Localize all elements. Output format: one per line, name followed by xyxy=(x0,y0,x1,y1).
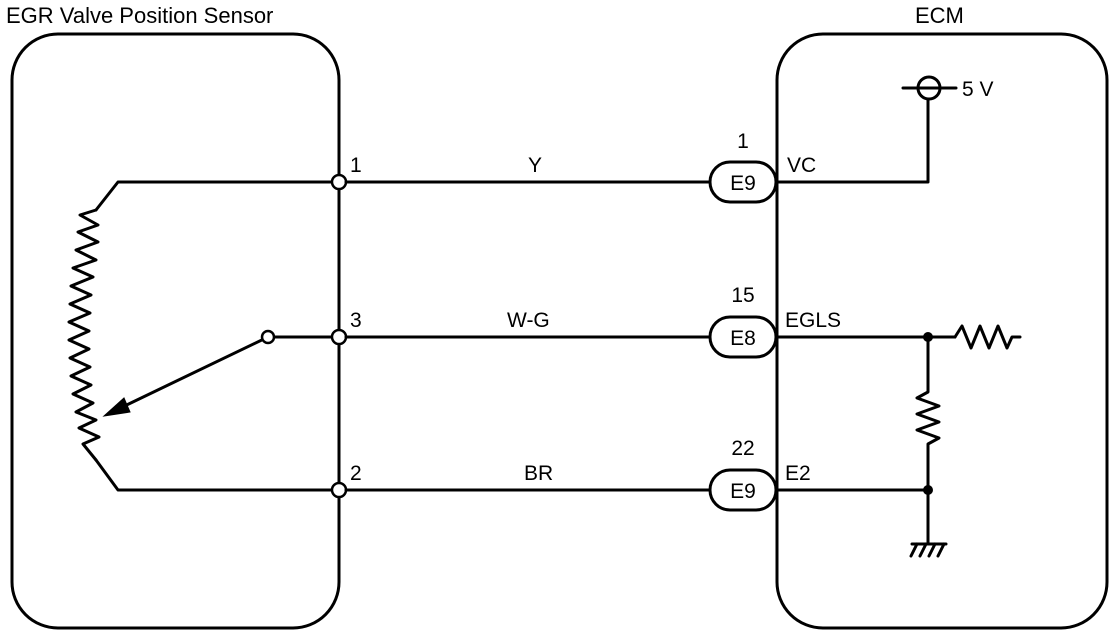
sensor-box xyxy=(10,32,341,630)
supply-label: 5 V xyxy=(962,78,994,101)
voltage-source-icon xyxy=(901,75,958,101)
sensor-pin-2: 2 xyxy=(350,462,362,485)
svg-text:E9: E9 xyxy=(730,172,756,195)
svg-text:E8: E8 xyxy=(730,327,756,350)
ecm-pin-1: 1 xyxy=(737,130,749,153)
sensor-terminal-3 xyxy=(330,328,348,346)
sensor-title: EGR Valve Position Sensor xyxy=(6,3,273,28)
resistor-icon xyxy=(953,324,1022,350)
svg-text:E9: E9 xyxy=(730,480,756,503)
sensor-pin-3: 3 xyxy=(350,309,362,332)
connector-e9-vc: E9 xyxy=(708,160,778,204)
sensor-terminal-2 xyxy=(330,481,348,499)
wire-color-w-g: W-G xyxy=(507,309,550,332)
sensor-terminal-1 xyxy=(330,173,348,191)
ecm-terminal-vc: VC xyxy=(787,154,816,177)
ecm-pin-15: 15 xyxy=(731,284,754,307)
resistor-icon xyxy=(915,335,941,492)
connector-e8-egls: E8 xyxy=(708,315,778,359)
ecm-title: ECM xyxy=(915,3,964,28)
potentiometer-icon xyxy=(67,180,341,492)
connector-e9-e2: E9 xyxy=(708,468,778,512)
ground-icon xyxy=(909,488,948,558)
ecm-pin-22: 22 xyxy=(731,437,754,460)
ecm-terminal-egls: EGLS xyxy=(785,309,841,332)
sensor-pin-1: 1 xyxy=(350,154,362,177)
wire-color-y: Y xyxy=(528,154,542,177)
ecm-terminal-e2: E2 xyxy=(785,462,811,485)
ecm-box xyxy=(775,32,1109,630)
wire-color-br: BR xyxy=(524,462,553,485)
ecm-vc-line xyxy=(774,94,930,184)
